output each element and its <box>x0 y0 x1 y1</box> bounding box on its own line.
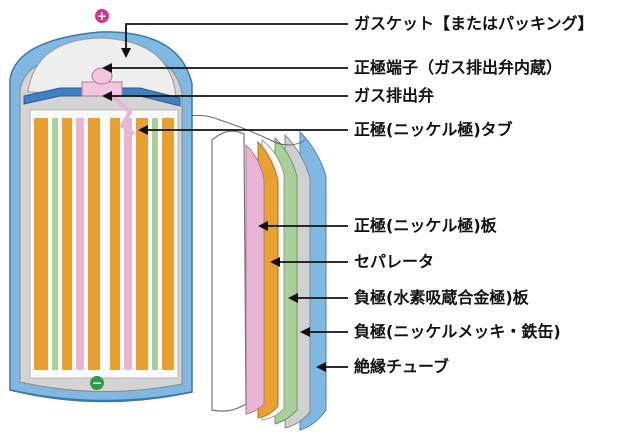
label-separator: セパレータ <box>354 252 435 271</box>
label-gas-valve: ガス排出弁 <box>354 86 435 105</box>
unrolled-layers <box>179 114 327 431</box>
label-positive-plate: 正極(ニッケル極)板 <box>354 216 497 235</box>
negative-terminal-sign: − <box>90 376 104 390</box>
label-negative-can: 負極(ニッケルメッキ・鉄缶) <box>354 322 561 341</box>
positive-terminal-sign: + <box>95 9 109 23</box>
leader-gasket <box>125 23 348 52</box>
label-gasket: ガスケット【またはパッキング】 <box>354 14 594 33</box>
leader-lines <box>102 23 348 372</box>
label-insulating-tube: 絶縁チューブ <box>354 357 450 376</box>
electrode-stripes <box>34 118 174 370</box>
label-positive-terminal: 正極端子（ガス排出弁内蔵） <box>354 58 563 77</box>
pink-plate-layer <box>245 143 265 415</box>
cylinder-body <box>9 31 193 403</box>
label-positive-tab: 正極(ニッケル極)タブ <box>354 120 513 139</box>
label-negative-plate: 負極(水素吸蔵合金極)板 <box>354 288 529 307</box>
bottom-ellipse <box>9 389 193 403</box>
positive-tab <box>110 94 136 136</box>
cap-dome <box>27 37 177 97</box>
front-separator-layer <box>211 130 247 412</box>
